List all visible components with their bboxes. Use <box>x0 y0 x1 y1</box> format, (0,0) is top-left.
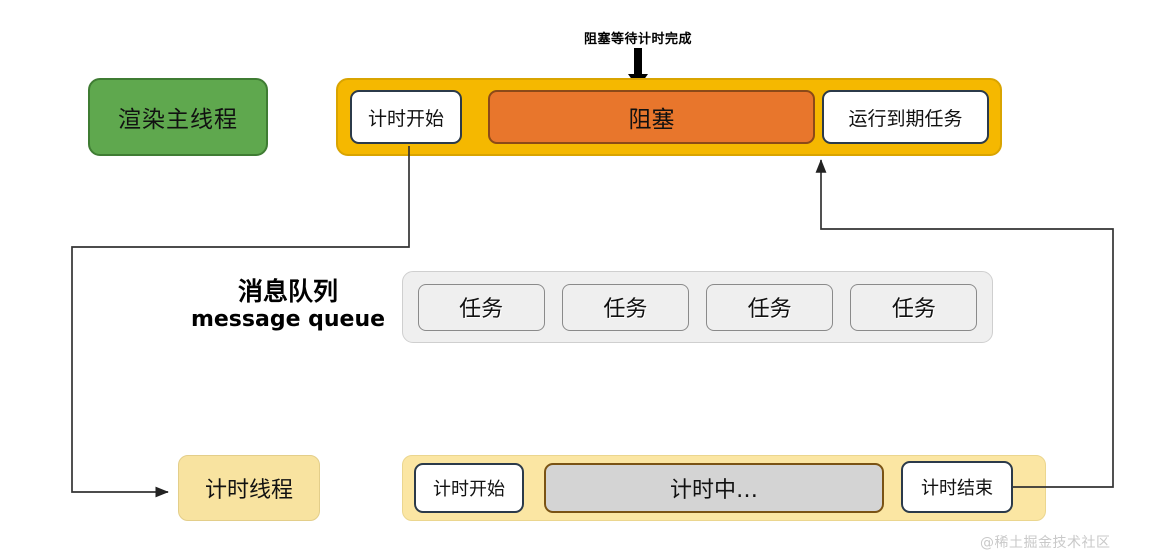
message-queue-label-en: message queue <box>190 307 386 332</box>
main-thread-segment-run-expired-tasks: 运行到期任务 <box>822 90 989 144</box>
timer-thread-segment-timer-start: 计时开始 <box>414 463 524 513</box>
timer-thread-box: 计时线程 <box>178 455 320 521</box>
message-queue-container: 任务 任务 任务 任务 <box>402 271 993 343</box>
annotation-arrow-shaft <box>634 48 642 76</box>
main-thread-segment-timer-start: 计时开始 <box>350 90 462 144</box>
queue-task-item: 任务 <box>706 283 834 331</box>
main-thread-segment-blocking: 阻塞 <box>488 90 815 144</box>
message-queue-label-cn: 消息队列 <box>237 277 338 306</box>
queue-task-item: 任务 <box>850 283 978 331</box>
render-main-thread-box: 渲染主线程 <box>88 78 268 156</box>
queue-task-item: 任务 <box>417 283 545 331</box>
watermark: @稀土掘金技术社区 <box>980 535 1111 551</box>
timer-thread-segment-timing: 计时中… <box>544 463 884 513</box>
timer-thread-segment-timer-end: 计时结束 <box>901 461 1013 513</box>
blocking-annotation-label: 阻塞等待计时完成 <box>583 32 692 47</box>
queue-task-item: 任务 <box>561 283 689 331</box>
